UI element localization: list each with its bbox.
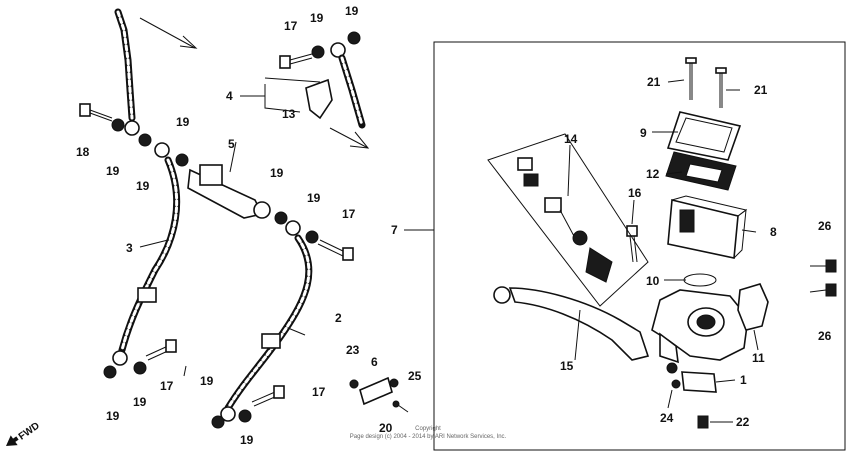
- arrow-head: [179, 35, 198, 49]
- label-19-a: 19: [310, 11, 324, 25]
- cap-inner: [675, 117, 733, 153]
- diaphragm-plate: [685, 163, 723, 183]
- label-17-mid: 17: [342, 207, 356, 221]
- label-15: 15: [560, 359, 574, 373]
- label-8: 8: [770, 225, 777, 239]
- label-19-e: 19: [176, 115, 190, 129]
- washer-19f: [238, 409, 252, 423]
- label-4: 4: [226, 89, 233, 103]
- screw-21-right: [715, 67, 727, 108]
- o-ring-10: [683, 273, 717, 287]
- label-19-k: 19: [240, 433, 254, 447]
- hose-cover-13: [305, 78, 333, 120]
- screw-21-left: [685, 57, 697, 100]
- callouts: 1 2 3 4 5 6 7 8 9 10 11 12 13 14 15 16 1…: [76, 4, 832, 447]
- label-13: 13: [282, 107, 296, 121]
- label-17-top: 17: [284, 19, 298, 33]
- label-9: 9: [640, 126, 647, 140]
- bolt-17-lower-mid: [251, 385, 285, 407]
- master-cylinder-body: [651, 289, 749, 364]
- bolt-17-top: [279, 53, 313, 69]
- fwd-label: FWD: [17, 420, 42, 442]
- label-16: 16: [628, 186, 642, 200]
- nut-23: [349, 379, 359, 389]
- label-25: 25: [408, 369, 422, 383]
- label-21-right: 21: [754, 83, 768, 97]
- label-6: 6: [371, 355, 378, 369]
- bolt-18: [79, 103, 113, 122]
- copyright-line-2: Page design (c) 2004 - 2014 by ARI Netwo…: [350, 434, 507, 440]
- bolt-17-lower-left: [145, 339, 177, 361]
- washer-19i: [347, 31, 361, 45]
- brake-lever-15: [508, 287, 650, 361]
- label-19-j: 19: [200, 374, 214, 388]
- label-19-c: 19: [106, 164, 120, 178]
- direction-arrow: [139, 17, 196, 49]
- hose-3: [112, 142, 181, 366]
- reservoir-window: [679, 209, 695, 233]
- switch-1: [666, 362, 717, 393]
- label-7: 7: [391, 223, 398, 237]
- label-14: 14: [564, 132, 578, 146]
- label-26-top: 26: [818, 219, 832, 233]
- reservoir-cap-9: [666, 111, 742, 161]
- label-17-bottom: 17: [312, 385, 326, 399]
- label-10: 10: [646, 274, 660, 288]
- label-19-f: 19: [270, 166, 284, 180]
- piston-kit-14: [487, 133, 649, 307]
- master-cylinder-frame: [433, 41, 846, 451]
- leader-lines: [139, 77, 759, 423]
- label-23: 23: [346, 343, 360, 357]
- washer-19b: [138, 133, 152, 147]
- arrow-head-2: [349, 131, 370, 149]
- label-18: 18: [76, 145, 90, 159]
- washer-19c: [103, 365, 117, 379]
- label-21-left: 21: [647, 75, 661, 89]
- hose-2: [220, 220, 313, 422]
- bolt-26-top: [810, 259, 837, 273]
- washer-19g: [305, 230, 319, 244]
- label-5: 5: [228, 137, 235, 151]
- washer-19a: [111, 118, 125, 132]
- label-19-b: 19: [345, 4, 359, 18]
- label-24: 24: [660, 411, 674, 425]
- fwd-indicator: FWD: [6, 420, 42, 446]
- label-19-d: 19: [136, 179, 150, 193]
- direction-arrow-2: [329, 127, 369, 149]
- label-19-g: 19: [307, 191, 321, 205]
- label-2: 2: [335, 311, 342, 325]
- holder-11: [737, 283, 769, 331]
- label-1: 1: [740, 373, 747, 387]
- label-22: 22: [736, 415, 750, 429]
- label-19-i: 19: [133, 395, 147, 409]
- clamp-6: [349, 376, 409, 413]
- reservoir-8: [667, 199, 739, 259]
- three-way-joint-5: [175, 153, 288, 225]
- lever-knob: [493, 286, 511, 304]
- label-11: 11: [752, 351, 765, 365]
- label-26-bottom: 26: [818, 329, 832, 343]
- label-19-h: 19: [106, 409, 120, 423]
- bolt-16: [626, 225, 638, 263]
- upper-right-hose: [330, 42, 366, 129]
- washer-19d: [133, 361, 147, 375]
- washer-19e: [211, 415, 225, 429]
- bolt-17-mid: [317, 239, 354, 261]
- label-20: 20: [379, 421, 393, 435]
- label-17-left: 17: [160, 379, 174, 393]
- label-3: 3: [126, 241, 133, 255]
- upper-hose: [114, 8, 140, 136]
- label-12: 12: [646, 167, 660, 181]
- bolt-26-bottom: [809, 283, 837, 297]
- copyright-line-1: Copyright: [415, 426, 441, 432]
- screw-22: [697, 415, 709, 429]
- washer-19h: [311, 45, 325, 59]
